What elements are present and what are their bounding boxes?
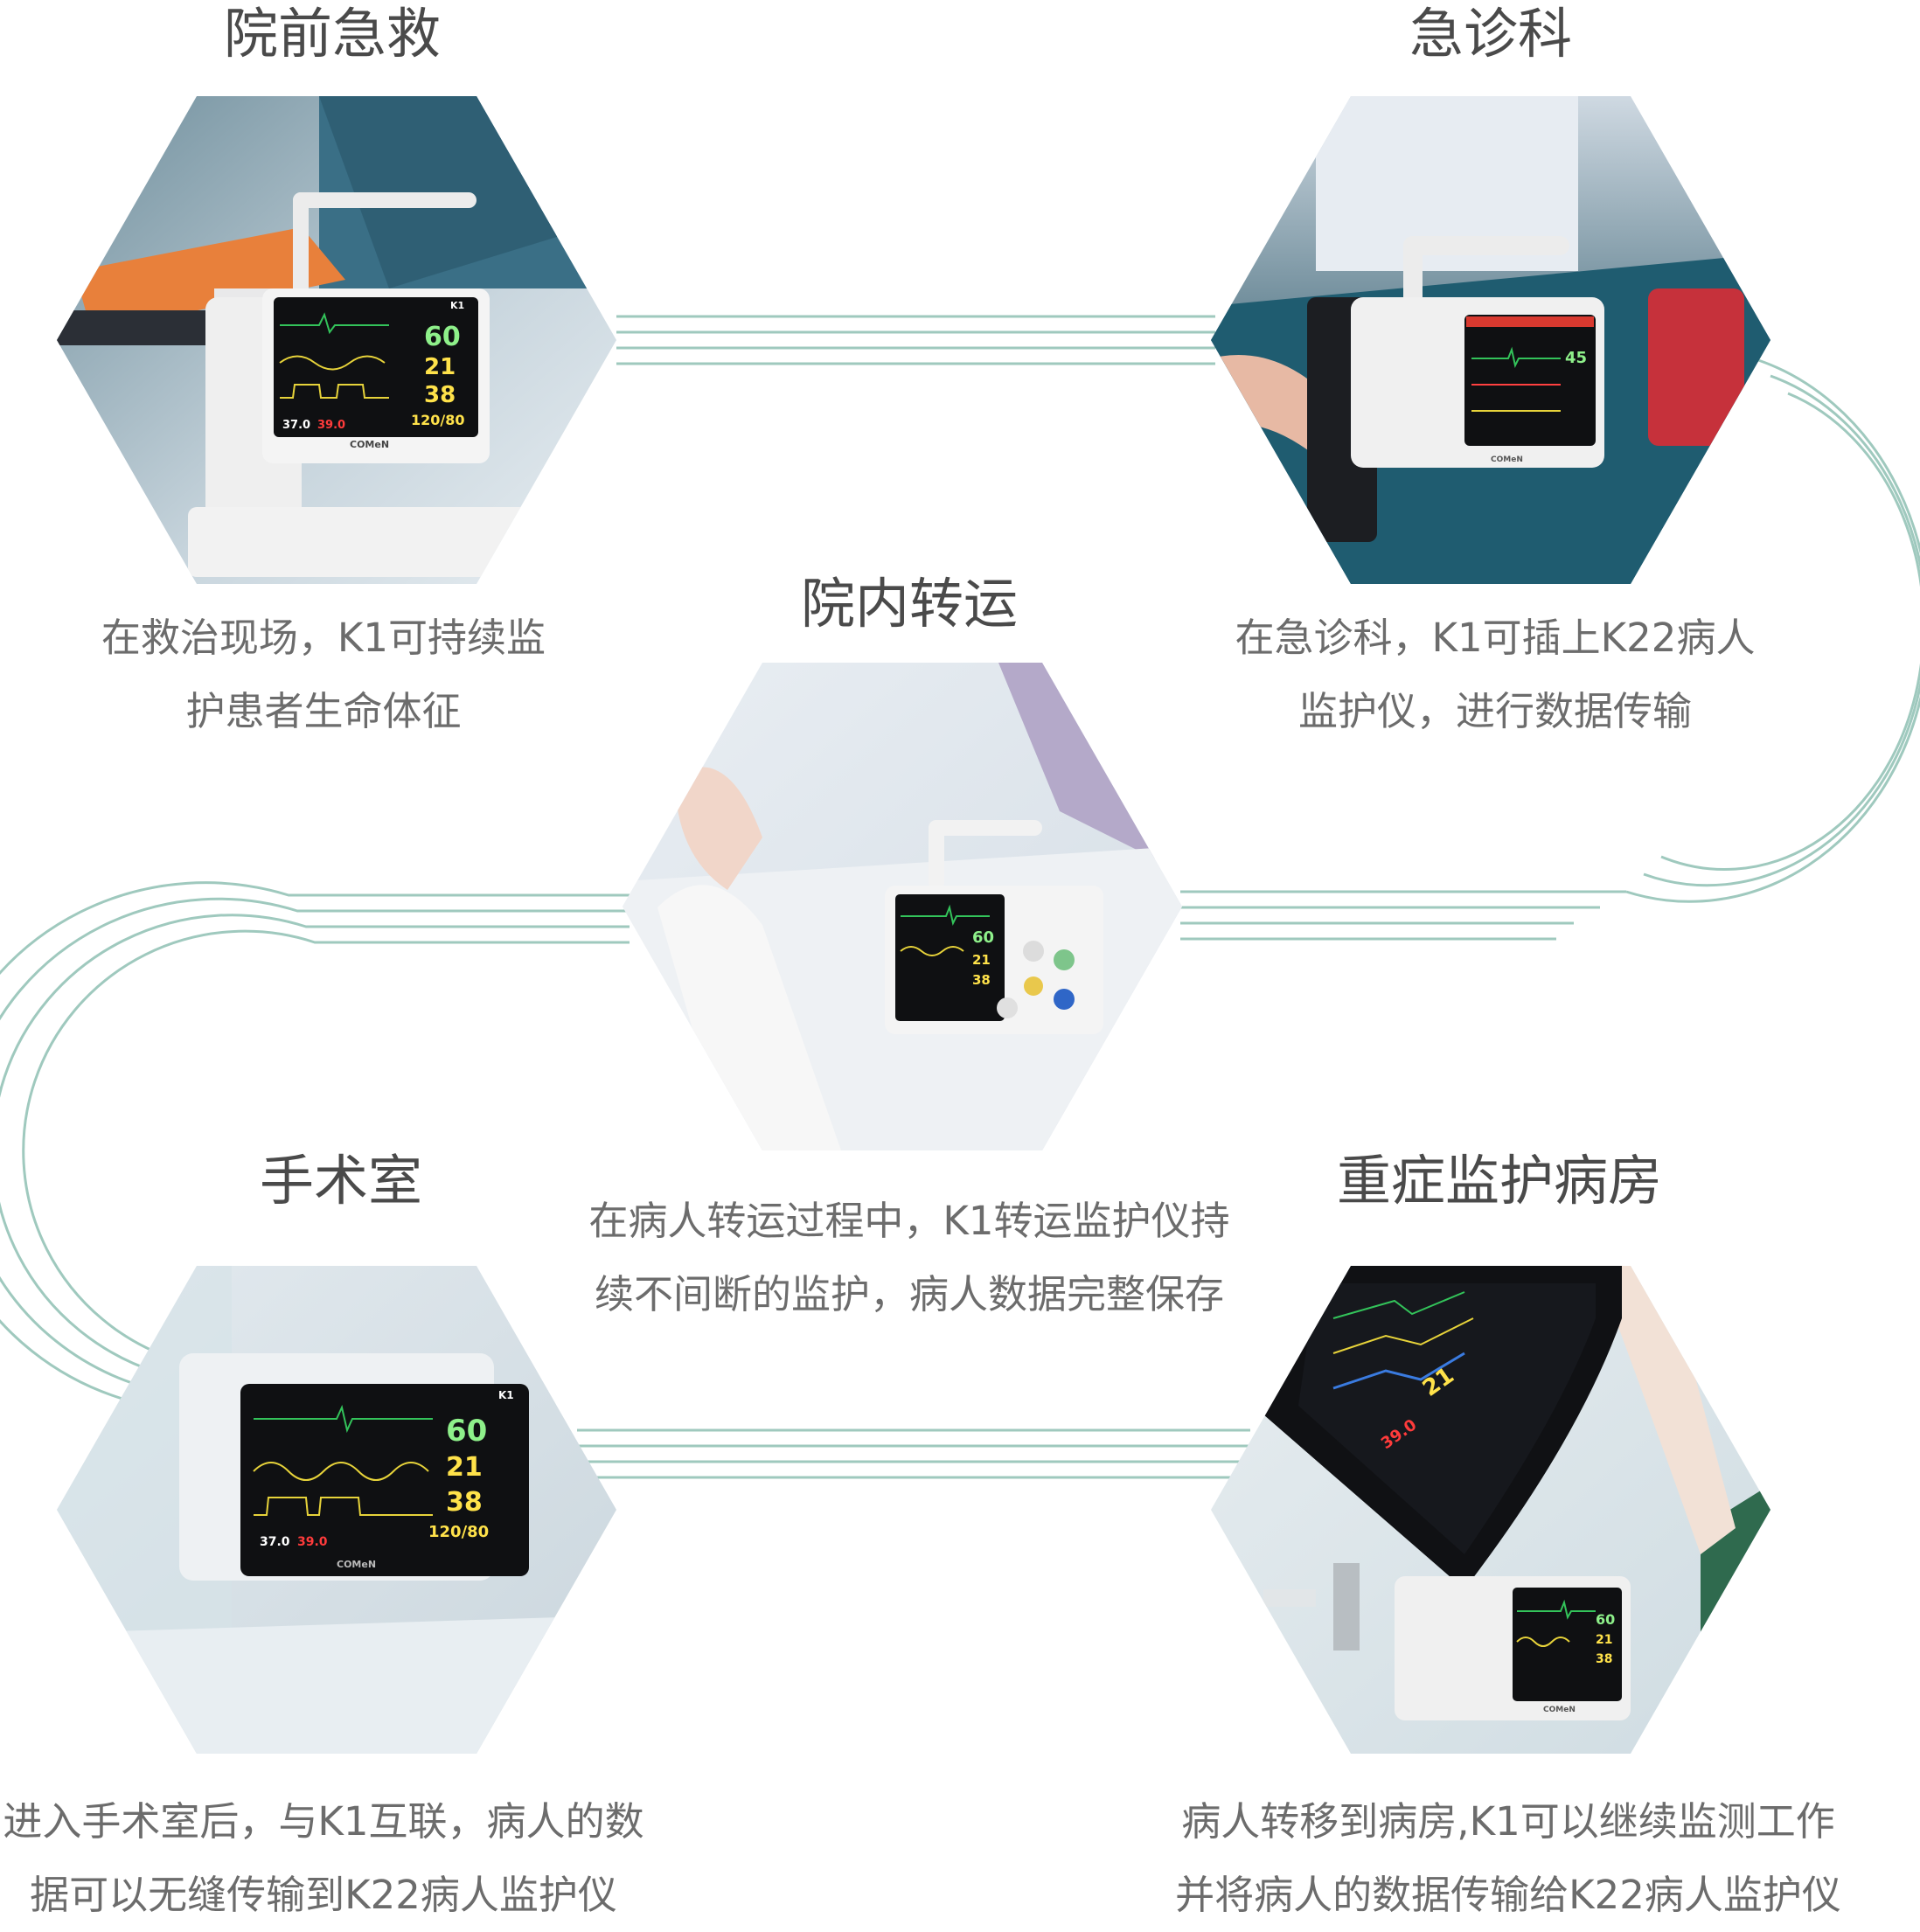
scene-title-prehospital: 院前急救: [223, 2, 441, 66]
monitor-brand-logo: COMeN: [350, 439, 389, 450]
monitor-co2-value: 38: [424, 382, 456, 408]
monitor-t2-value: 39.0: [317, 419, 345, 432]
scene-desc-icu: 病人转移到病房,K1可以继续监测工作 并将病人的数据传输给K22病人监护仪: [1175, 1798, 1841, 1918]
monitor-t1-value: 37.0: [282, 419, 310, 432]
svg-text:21: 21: [972, 952, 991, 968]
svg-text:60: 60: [446, 1414, 487, 1449]
monitor-device-transfer: 60 21 38: [885, 886, 1103, 1034]
scene-image-prehospital: 60 21 38 120/80 37.0 39.0 K1 COMeN: [57, 96, 616, 584]
svg-text:COMeN: COMeN: [337, 1559, 376, 1570]
svg-text:39.0: 39.0: [297, 1535, 328, 1549]
connector-left-arc: [0, 881, 630, 1400]
monitor-device-docked: 45 COMeN: [1351, 297, 1604, 468]
svg-text:60: 60: [972, 928, 994, 947]
scene-desc-operating-room: 进入手术室后，与K1互联，病人的数 据可以无缝传输到K22病人监护仪: [3, 1798, 644, 1918]
monitor-device-or: 60 21 38 120/80 37.0 39.0 COMeN K1: [240, 1384, 529, 1576]
monitor-device: 60 21 38 120/80 37.0 39.0 K1 COMeN: [262, 288, 490, 463]
svg-text:21: 21: [1596, 1633, 1612, 1647]
connector-top: [616, 315, 1215, 365]
svg-text:38: 38: [1596, 1652, 1612, 1666]
scene-title-transfer: 院内转运: [800, 572, 1018, 636]
scene-title-operating-room: 手术室: [259, 1149, 422, 1213]
svg-text:COMeN: COMeN: [1491, 455, 1523, 464]
svg-text:120/80: 120/80: [428, 1523, 489, 1541]
monitor-hr-value: 60: [424, 322, 461, 352]
connector-bottom: [577, 1428, 1250, 1479]
scene-desc-transfer: 在病人转运过程中，K1转运监护仪持 续不间断的监护，病人数据完整保存: [588, 1198, 1230, 1317]
svg-text:60: 60: [1596, 1611, 1615, 1628]
scene-title-emergency: 急诊科: [1409, 2, 1572, 66]
svg-text:K1: K1: [498, 1389, 514, 1401]
k22-monitor: 21 39.0: [1263, 1266, 1622, 1589]
svg-text:COMeN: COMeN: [1543, 1706, 1576, 1714]
svg-text:38: 38: [446, 1487, 483, 1518]
monitor-model-label: K1: [450, 300, 464, 311]
monitor-device-icu: 60 21 38 COMeN: [1395, 1576, 1631, 1720]
scene-desc-prehospital: 在救治现场，K1可持续监 护患者生命体征: [101, 615, 546, 734]
svg-text:45: 45: [1565, 349, 1587, 367]
connector-right-arc: [1180, 357, 1920, 941]
scene-desc-emergency: 在急诊科，K1可插上K22病人 监护仪，进行数据传输: [1235, 615, 1756, 734]
monitor-rr-value: 21: [424, 354, 456, 380]
monitor-nibp-value: 120/80: [411, 412, 465, 428]
svg-text:21: 21: [446, 1452, 483, 1483]
scene-title-icu: 重症监护病房: [1336, 1149, 1662, 1213]
svg-text:37.0: 37.0: [260, 1535, 290, 1549]
svg-text:38: 38: [972, 972, 991, 988]
